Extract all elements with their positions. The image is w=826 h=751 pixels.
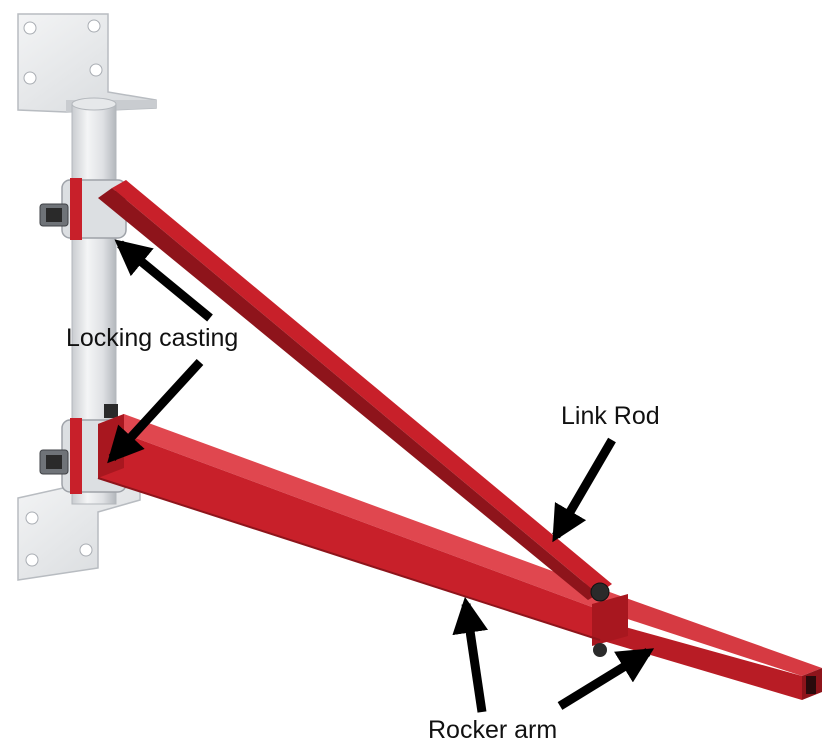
- mount-hole-icon: [23, 21, 37, 35]
- callout-arrows: [107, 239, 655, 713]
- bolt-icon: [593, 643, 607, 657]
- bolt-icon: [590, 582, 610, 602]
- bolt-icon: [46, 208, 62, 222]
- mount-hole-icon: [87, 19, 101, 33]
- bolt-icon: [104, 404, 118, 418]
- arrow-icon: [114, 239, 213, 322]
- locking-casting-label: Locking casting: [66, 324, 239, 352]
- arrow-icon: [557, 648, 655, 710]
- top-wall-plate: [17, 13, 157, 113]
- mount-hole-icon: [25, 511, 39, 525]
- mount-hole-icon: [23, 71, 37, 85]
- arrow-icon: [452, 596, 489, 713]
- rocker-arm: [97, 414, 822, 700]
- arrow-icon: [107, 358, 204, 464]
- mount-hole-icon: [89, 63, 103, 77]
- arrow-icon: [552, 437, 616, 543]
- rocker-arm-label: Rocker arm: [428, 716, 558, 744]
- mount-hole-icon: [79, 543, 93, 557]
- link-rod-label: Link Rod: [561, 402, 660, 430]
- mount-hole-icon: [25, 553, 39, 567]
- bolt-icon: [46, 455, 62, 469]
- link-rod: [98, 180, 612, 657]
